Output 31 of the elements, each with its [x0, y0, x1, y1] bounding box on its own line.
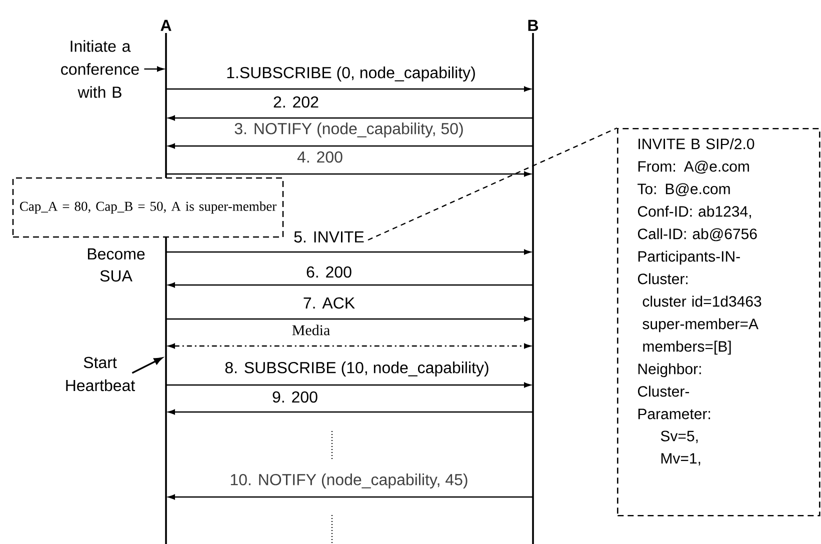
message-arrow [166, 316, 531, 322]
edge-label: 6. 200 [305, 265, 353, 279]
annotation-text: Start Heartbeat [66, 356, 135, 392]
arrow [132, 357, 162, 374]
edge-label: 7. ACK [302, 296, 356, 310]
annotation-text: Become SUA [88, 248, 145, 282]
leader-line [368, 127, 618, 241]
annotation-text: Initiate a conference with B [61, 40, 139, 98]
note-box: Cap_A = 80, Cap_B = 50, A is super-member [12, 177, 284, 238]
edge-label: 4. 200 [296, 150, 344, 164]
message-arrow [168, 282, 533, 288]
message-arrow [168, 343, 531, 349]
edge-label: 5. INVITE [292, 230, 366, 244]
edge-label: 1.SUBSCRIBE (0, node_capability) [225, 66, 477, 82]
message-arrow [168, 409, 533, 415]
message-arrow [166, 382, 531, 388]
message-arrow [166, 249, 531, 255]
message-arrow [168, 494, 533, 500]
message-arrow [168, 115, 533, 121]
edge-label: 10. NOTIFY (node_capability, 45) [228, 472, 470, 490]
edge-label: 8. SUBSCRIBE (10, node_capability) [224, 360, 490, 378]
edge-label: 2. 202 [272, 95, 320, 109]
message-arrow [166, 171, 531, 177]
message-arrow [166, 86, 531, 92]
message-arrow [168, 143, 533, 149]
edge-label: Media [290, 324, 332, 336]
message-box: INVITE B SIP/2.0 From: A@e.com To: B@e.com Conf-ID: ab1234, Call-ID: ab@6756 Participants-IN- Cluster: cluster id=1d3463 super-member=A members=[B] Neighbor: Cluster- Parameter: Sv=5, Mv=1, [617, 128, 820, 516]
arrow [144, 66, 164, 72]
edge-label: 3. NOTIFY (node_capability, 50) [233, 122, 465, 138]
lifeline: B [528, 20, 538, 544]
edge-label: 9. 200 [271, 390, 319, 404]
